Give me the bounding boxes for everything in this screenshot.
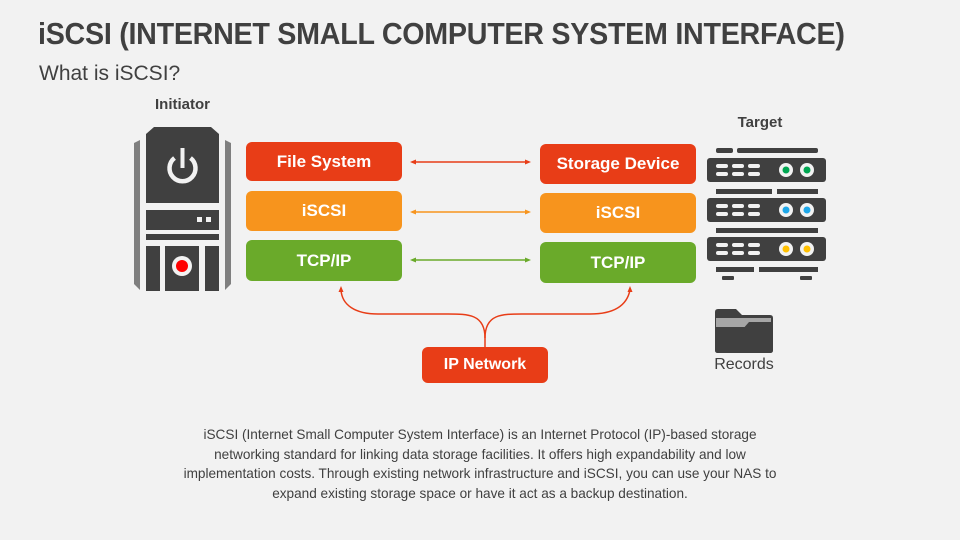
target-label: Target <box>737 114 783 131</box>
status-led-icon <box>803 206 811 214</box>
ip-network-box: IP Network <box>422 347 548 383</box>
server-unit <box>707 237 826 261</box>
initiator-label: Initiator <box>155 96 210 113</box>
page-subtitle: What is iSCSI? <box>39 62 181 85</box>
status-led-icon <box>803 166 811 174</box>
target-tcpip-box: TCP/IP <box>540 242 696 283</box>
arrow-tcpip <box>410 257 531 263</box>
arrow-file-system <box>410 159 531 165</box>
target-storage-device-box: Storage Device <box>540 144 696 184</box>
target-iscsi-box: iSCSI <box>540 193 696 233</box>
folder-icon <box>715 309 773 353</box>
initiator-iscsi-box: iSCSI <box>246 191 402 231</box>
server-rack-icon <box>707 148 826 280</box>
status-led-icon <box>782 245 790 253</box>
computer-tower-icon <box>134 127 231 291</box>
initiator-tcpip-box: TCP/IP <box>246 240 402 281</box>
description-text: iSCSI (Internet Small Computer System In… <box>183 427 777 501</box>
server-unit <box>707 198 826 222</box>
network-arrows <box>338 286 633 347</box>
status-led-icon <box>782 206 790 214</box>
initiator-file-system-box: File System <box>246 142 402 181</box>
server-unit <box>707 158 826 182</box>
arrow-iscsi <box>410 209 531 215</box>
page-title: iSCSI (INTERNET SMALL COMPUTER SYSTEM IN… <box>38 16 845 51</box>
records-label: Records <box>714 356 774 373</box>
status-led-icon <box>782 166 790 174</box>
status-led-icon <box>803 245 811 253</box>
